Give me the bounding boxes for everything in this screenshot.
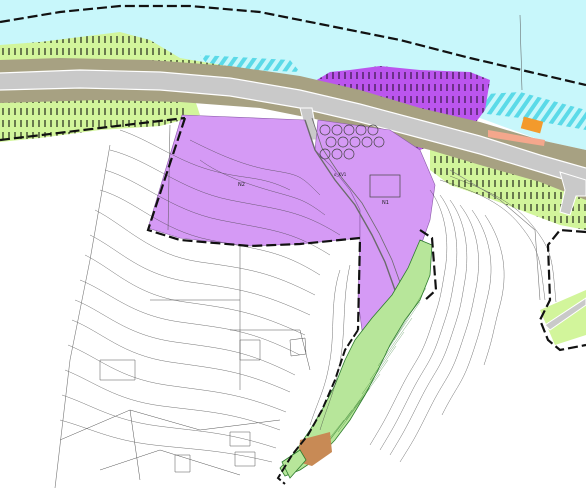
green-corridor-hatch: [313, 287, 427, 459]
road-edge-south: [0, 87, 586, 187]
plan-boundary-plot: [146, 117, 362, 331]
road-label: o_KV1: [334, 172, 347, 177]
tank-cluster: [319, 124, 385, 160]
stream-bank: [311, 117, 403, 289]
building-n1: [369, 174, 401, 198]
road-edge-north: [0, 69, 586, 169]
orange-plot: [520, 116, 544, 134]
bank-hatch-east: [430, 140, 586, 230]
zone-label-n2: N2: [238, 182, 245, 188]
plan-boundary-west: [0, 116, 186, 142]
contour-lines: [59, 129, 557, 463]
property-lines: [59, 14, 523, 481]
junction-road-se[interactable]: [544, 297, 586, 331]
plan-boundary-corridor: [419, 229, 438, 301]
access-road-east[interactable]: [559, 171, 586, 216]
plan-boundary-corridor-west: [276, 329, 359, 485]
plan-boundary-east: [538, 228, 586, 352]
main-road[interactable]: [0, 70, 586, 186]
basemap-outline: [54, 144, 111, 488]
river-hatch-east: [470, 92, 586, 130]
basemap-outline-east: [449, 169, 541, 301]
stream: [304, 119, 396, 291]
green-bottom: [281, 449, 307, 479]
plan-boundary-north: [0, 4, 586, 87]
brown-plot: [298, 432, 332, 466]
road-buffer: [0, 58, 586, 200]
bank-hatch-south: [0, 92, 190, 142]
zone-label-n1: N1: [382, 200, 389, 206]
salmon-plot: [488, 130, 545, 146]
